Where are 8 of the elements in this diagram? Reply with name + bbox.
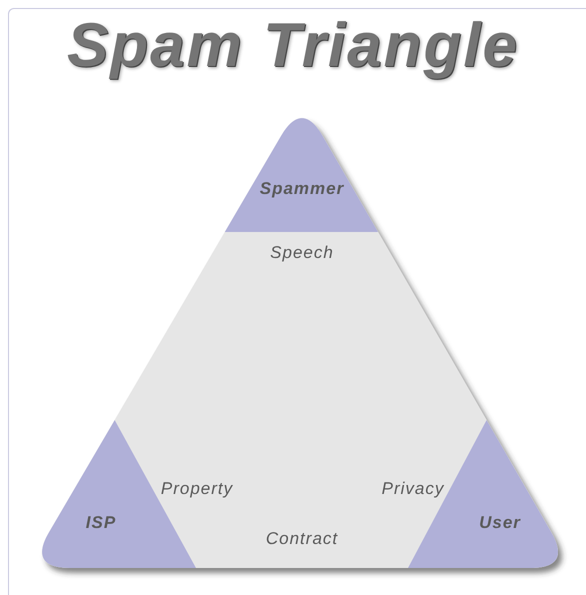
node-label: ISP [86, 513, 116, 532]
title: Spam Triangle [66, 10, 520, 81]
relation-label: Privacy [382, 479, 444, 498]
node-label: User [479, 513, 521, 532]
node-label: Spammer [260, 179, 344, 198]
relation-label: Contract [266, 529, 338, 548]
relation-label: Property [160, 479, 234, 498]
relation-label: Speech [270, 243, 334, 262]
